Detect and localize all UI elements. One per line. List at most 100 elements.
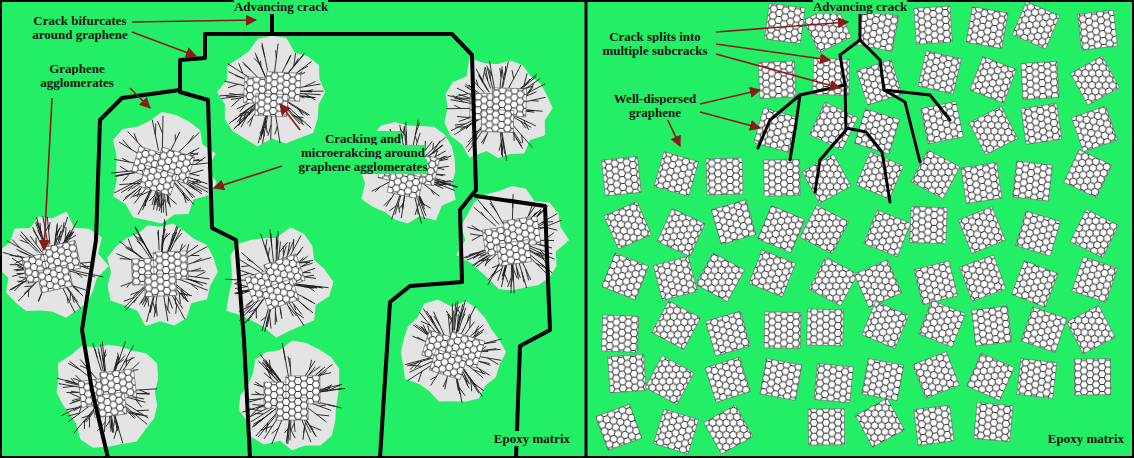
crack-halo [113, 112, 217, 224]
crack-halo [401, 300, 506, 402]
graphene-sheet [654, 409, 699, 454]
graphene-sheet [918, 51, 961, 94]
graphene-sheet [706, 158, 743, 195]
graphene-sheet [958, 207, 1005, 254]
crack-halo [57, 345, 159, 448]
graphene-sheet [919, 300, 966, 347]
annotation-label: Epoxy matrix [1024, 432, 1124, 446]
graphene-sheet [1070, 209, 1118, 257]
graphene-stack [264, 376, 320, 420]
graphene-sheet [749, 250, 796, 297]
graphene-sheet [1017, 359, 1057, 399]
microcracks [117, 219, 212, 322]
graphene-sheet [855, 398, 904, 447]
annotation-label: Well-dispersed graphene [600, 92, 710, 120]
graphene-sheet [654, 152, 698, 196]
dispersed-graphene [596, 2, 1120, 454]
graphene-sheet [1021, 104, 1062, 145]
graphene-sheet [602, 253, 649, 300]
graphene-sheet [966, 7, 1008, 49]
agglomerate [239, 340, 345, 450]
graphene-stack [78, 369, 139, 419]
graphene-sheet [760, 359, 802, 401]
graphene-sheet [814, 364, 853, 403]
agglomerate [444, 59, 552, 161]
agglomerate [57, 341, 159, 448]
graphene-sheet [604, 202, 651, 249]
microcracks [446, 61, 546, 161]
graphene-stack [243, 71, 301, 117]
annotation-label: Graphene agglomerates [22, 62, 132, 90]
microcracks [57, 341, 157, 443]
graphene-sheet [970, 57, 1017, 104]
graphene-stack [243, 254, 310, 314]
agglomerate [112, 112, 217, 224]
graphene-sheet [764, 159, 801, 196]
graphene-sheet [758, 206, 805, 253]
graphene-sheet [1012, 2, 1059, 49]
annotation-label: Crack splits into multiple subcracks [596, 30, 714, 58]
graphene-sheet [808, 409, 844, 445]
graphene-sheet [914, 6, 952, 44]
graphene-sheet [1021, 61, 1059, 99]
label-text: Advancing crack [813, 0, 907, 14]
graphene-sheet [1064, 150, 1112, 198]
graphene-sheet [864, 210, 911, 257]
graphene-sheet [1078, 10, 1118, 50]
graphene-sheet [653, 256, 697, 300]
panel-divider [585, 0, 588, 458]
label-text: Advancing crack [234, 0, 328, 14]
graphene-sheet [856, 152, 903, 199]
graphene-sheet [972, 306, 1012, 346]
graphene-stack [481, 216, 543, 268]
graphene-sheet [645, 356, 694, 405]
graphene-sheet [857, 60, 902, 105]
graphene-sheet [608, 354, 646, 392]
graphene-sheet [711, 200, 756, 245]
graphene-sheet [969, 106, 1017, 154]
graphene-sheet [913, 352, 960, 399]
graphene-sheet [1072, 257, 1118, 303]
leader-lines [44, 20, 848, 250]
label-text: Epoxy matrix [494, 431, 570, 446]
graphene-sheet [967, 353, 1014, 400]
annotation-label: Advancing crack [226, 0, 336, 14]
graphene-sheet [802, 154, 851, 203]
graphene-sheet [1071, 56, 1120, 105]
label-text: Well-dispersed graphene [614, 91, 696, 120]
graphene-sheet [862, 301, 909, 348]
graphene-sheet [706, 311, 751, 356]
graphene-sheet [601, 315, 638, 352]
label-text: Cracking and microerakcing around graphe… [299, 131, 428, 174]
graphene-sheet [807, 309, 844, 346]
graphene-stack [20, 241, 84, 296]
agglomerate [107, 219, 218, 326]
graphene-sheet [1067, 305, 1115, 353]
microcracks [242, 343, 345, 444]
graphene-sheet [596, 404, 642, 450]
graphene-sheet [960, 255, 1006, 301]
graphene-sheet [1074, 359, 1110, 395]
microcracks [112, 116, 210, 216]
graphene-sheet [696, 253, 745, 302]
graphene-sheet [854, 260, 901, 307]
graphene-sheet [765, 3, 805, 43]
graphene-stack [469, 87, 526, 133]
graphene-sheet [657, 209, 705, 257]
graphene-sheet [652, 301, 701, 350]
microcracks [220, 43, 324, 144]
graphene-sheet [961, 163, 1002, 204]
microcracks [405, 300, 502, 402]
crack-paths [82, 14, 950, 458]
annotation-label: Crack bifurcates around graphene [30, 14, 130, 42]
crack-halo [217, 36, 325, 147]
annotation-label: Cracking and microerakcing around graphe… [288, 132, 438, 174]
graphene-stack [418, 324, 485, 383]
label-text: Crack bifurcates around graphene [32, 13, 127, 42]
graphene-sheet [1013, 161, 1053, 201]
graphene-sheet [862, 359, 904, 401]
graphene-stack [131, 251, 189, 297]
